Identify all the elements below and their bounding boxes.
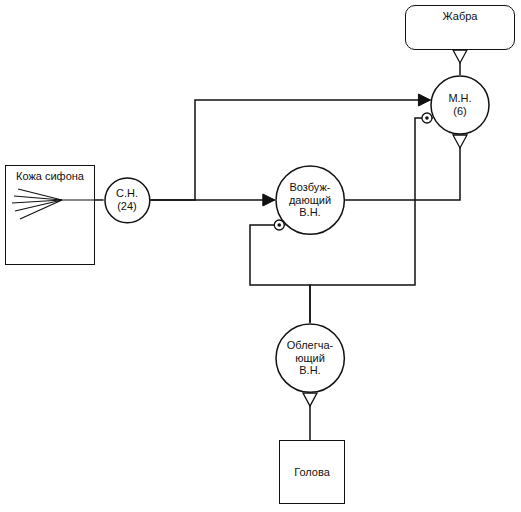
node-label: С.Н. (24) [111, 187, 143, 212]
neuron-body [276, 324, 344, 392]
connector [95, 199, 104, 201]
neuron-body [105, 178, 150, 223]
synapse-triangle [303, 393, 317, 406]
node-label: Голова [294, 466, 330, 479]
neuron-body [276, 166, 344, 234]
skin-box: Кожа сифона [5, 165, 95, 265]
node-label: Возбуж- дающий В.Н. [284, 181, 336, 219]
node-label: Облегча- ющий В.Н. [284, 339, 336, 377]
nerve-fiber [62, 199, 95, 200]
motor-neuron: М.Н. (6) [430, 75, 490, 135]
interneuron-circle: Облегча- ющий В.Н. [275, 323, 345, 393]
connector [345, 135, 460, 200]
neuron-body [431, 76, 489, 134]
excitatory-synapse [418, 94, 430, 106]
connector [150, 199, 274, 201]
connector [250, 225, 310, 323]
nerve-fiber [14, 196, 62, 200]
node-label: Жабра [443, 10, 478, 23]
facilitation-mark [422, 113, 432, 123]
nerve-fiber [20, 200, 62, 219]
gill-box: Жабра [405, 5, 515, 50]
node-label: Кожа сифона [16, 170, 84, 183]
synapse-triangle [453, 135, 467, 148]
nerve-endings [12, 189, 95, 219]
nerve-fiber [15, 200, 62, 211]
facilitation-dot [277, 223, 281, 227]
interneuron-circle: Возбуж- дающий В.Н. [275, 165, 345, 235]
head-box: Голова [279, 440, 345, 504]
excitatory-synapse [263, 194, 275, 206]
node-label: М.Н. (6) [443, 92, 477, 117]
facilitation-dot [425, 116, 429, 120]
synapse-triangle [453, 50, 467, 63]
sensory-neuron: С.Н. (24) [104, 177, 151, 224]
